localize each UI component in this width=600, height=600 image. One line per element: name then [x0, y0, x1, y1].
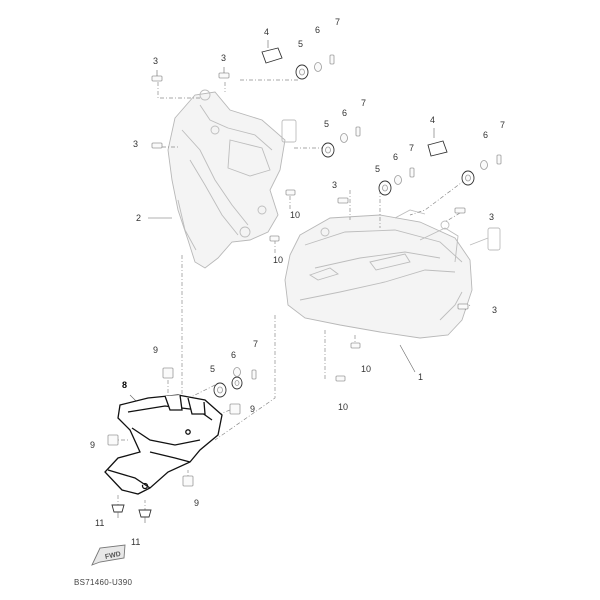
hardware — [107, 47, 502, 523]
callout-2: 2 — [136, 213, 141, 223]
bolt-3-e — [454, 207, 466, 214]
callout-7: 7 — [335, 17, 340, 27]
callout-3: 3 — [153, 56, 158, 66]
collar-5-f — [231, 376, 243, 390]
screw-7-a — [329, 54, 335, 65]
collar-5-d — [461, 170, 475, 186]
callout-7: 7 — [253, 339, 258, 349]
callout-10: 10 — [273, 255, 283, 265]
callout-3: 3 — [489, 212, 494, 222]
bolt-10-c — [350, 342, 361, 349]
callout-9: 9 — [90, 440, 95, 450]
callout-10: 10 — [361, 364, 371, 374]
callout-7: 7 — [409, 143, 414, 153]
callout-5: 5 — [298, 39, 303, 49]
callout-6: 6 — [393, 152, 398, 162]
callout-7: 7 — [500, 120, 505, 130]
callout-10: 10 — [338, 402, 348, 412]
callout-9: 9 — [250, 404, 255, 414]
callout-6: 6 — [342, 108, 347, 118]
rivet-11-a — [111, 504, 125, 518]
washer-6-d — [480, 160, 488, 170]
callout-5: 5 — [324, 119, 329, 129]
bolt-3-b — [218, 67, 230, 79]
callout-8: 8 — [122, 380, 127, 390]
washer-6-c — [394, 175, 402, 185]
callout-9: 9 — [153, 345, 158, 355]
callout-6: 6 — [315, 25, 320, 35]
bolt-3-c — [151, 142, 163, 149]
clip-9-d — [182, 475, 194, 487]
callout-4: 4 — [264, 27, 269, 37]
bolt-3-d — [337, 197, 349, 204]
grommet-4-a — [261, 47, 283, 64]
forward-arrow-icon: FWD — [91, 544, 126, 566]
grommet-4-b — [427, 140, 448, 157]
part-8-lower-cover — [104, 394, 223, 495]
callout-3: 3 — [133, 139, 138, 149]
diagram-reference-code: BS71460-U390 — [74, 578, 133, 587]
screw-7-b — [355, 126, 361, 137]
bolt-3-f — [457, 303, 469, 310]
washer-6-b — [340, 133, 348, 143]
callout-11: 11 — [131, 537, 140, 547]
callout-3: 3 — [221, 53, 226, 63]
fwd-label: FWD — [104, 551, 121, 561]
washer-6-a — [314, 62, 322, 72]
part-2-bracket — [167, 89, 297, 269]
callout-6: 6 — [231, 350, 236, 360]
washer-6-e — [233, 367, 241, 377]
part-1-headlight — [284, 209, 501, 339]
callout-5: 5 — [375, 164, 380, 174]
clip-9-b — [229, 403, 241, 415]
screw-7-c — [409, 167, 415, 178]
clip-9-a — [162, 367, 174, 379]
callout-3: 3 — [332, 180, 337, 190]
callout-10: 10 — [290, 210, 300, 220]
callout-6: 6 — [483, 130, 488, 140]
bolt-3-a — [151, 70, 163, 82]
callout-5: 5 — [210, 364, 215, 374]
callout-11: 11 — [95, 518, 104, 528]
screw-7-e — [251, 369, 257, 380]
collar-5-a — [295, 64, 309, 80]
callout-9: 9 — [194, 498, 199, 508]
bolt-10-d — [335, 375, 346, 382]
callout-1: 1 — [418, 372, 423, 382]
collar-5-b — [321, 142, 335, 158]
bolt-10-b — [269, 235, 280, 242]
callout-3: 3 — [492, 305, 497, 315]
clip-9-c — [107, 434, 119, 446]
callout-4: 4 — [430, 115, 435, 125]
collar-5-e — [213, 382, 227, 398]
collar-5-c — [378, 180, 392, 196]
callout-labels: 1 2 3 3 3 3 3 3 4 4 5 5 5 5 6 6 6 6 6 7 … — [90, 17, 505, 547]
bolt-10-a — [285, 189, 296, 196]
callout-7: 7 — [361, 98, 366, 108]
screw-7-d — [496, 154, 502, 165]
rivet-11-b — [138, 509, 152, 523]
